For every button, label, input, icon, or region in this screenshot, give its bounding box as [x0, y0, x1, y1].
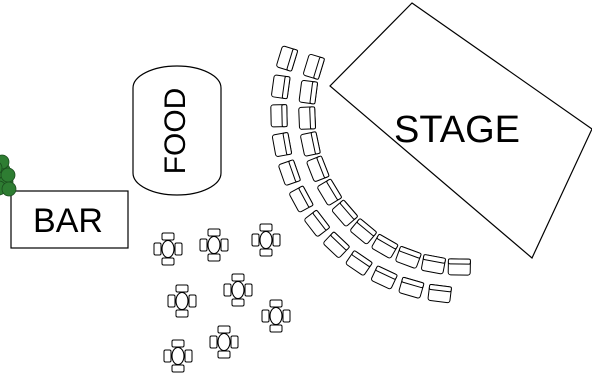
food-table-shape	[132, 65, 222, 196]
theater-seat	[289, 185, 314, 213]
cocktail-table	[163, 339, 193, 373]
theater-seat	[300, 131, 321, 157]
shrub-leaf	[0, 162, 3, 174]
theater-seat	[395, 246, 422, 269]
shrub-leaf	[1, 181, 17, 197]
theater-seating	[270, 45, 471, 304]
theater-seat	[271, 132, 292, 157]
theater-seat	[447, 258, 471, 276]
theater-seat	[350, 218, 377, 245]
theater-seat	[331, 199, 358, 227]
theater-seat	[270, 104, 288, 128]
cocktail-table	[251, 223, 281, 257]
cocktail-table	[261, 299, 291, 333]
shrub-leaf	[0, 167, 16, 183]
theater-seat	[371, 265, 398, 290]
theater-seat	[345, 250, 373, 276]
theater-seat	[298, 79, 318, 105]
cocktail-table	[199, 228, 229, 262]
bar-label: BAR	[33, 202, 103, 240]
seat-row-front-row	[298, 53, 471, 276]
stage-label: STAGE	[394, 109, 520, 151]
bar-counter	[10, 190, 129, 249]
theater-seat	[278, 159, 301, 186]
theater-seat	[271, 74, 291, 100]
food-label: FOOD	[159, 88, 192, 175]
food-table: FOOD	[132, 65, 222, 196]
bar: BAR	[10, 190, 129, 249]
theater-seat	[398, 276, 425, 299]
theater-seat	[317, 178, 342, 206]
cocktail-tables	[153, 223, 291, 373]
theater-seat	[323, 231, 350, 258]
stage: STAGE	[329, 2, 592, 259]
theater-seat	[421, 254, 446, 275]
theater-seat	[427, 283, 452, 304]
cocktail-table	[209, 325, 239, 359]
stage-area	[329, 2, 592, 259]
shrub-icon	[0, 154, 17, 197]
theater-seat	[298, 106, 316, 130]
cocktail-table	[167, 284, 197, 318]
theater-seat	[371, 234, 399, 259]
cocktail-table	[223, 273, 253, 307]
theater-seat	[304, 210, 330, 237]
theater-seat	[276, 45, 298, 72]
theater-seat	[303, 53, 325, 80]
theater-seat	[306, 155, 330, 182]
seat-row-back-row	[270, 45, 452, 304]
cocktail-table	[153, 232, 183, 266]
